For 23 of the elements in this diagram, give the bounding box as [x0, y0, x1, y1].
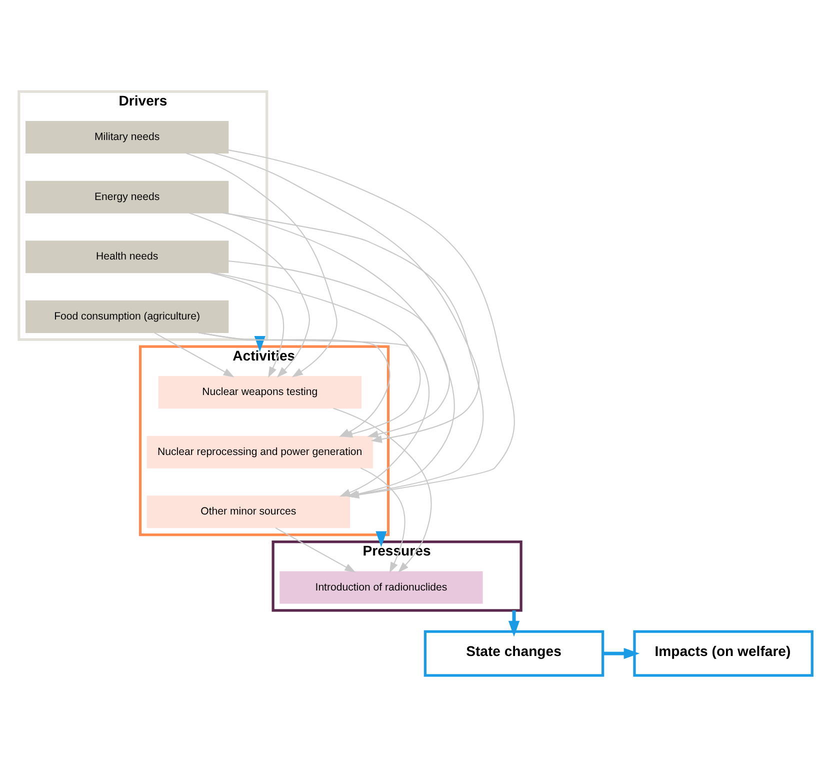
arrow: [254, 336, 266, 352]
node-box: Military needs: [26, 121, 229, 154]
arrow: [360, 468, 406, 574]
arrow: [198, 332, 430, 497]
node-box: Energy needs: [26, 180, 229, 214]
arrow: [188, 212, 310, 378]
node-box: Introduction of radionuclides: [280, 571, 483, 604]
arrow: [333, 408, 432, 573]
arrow: [275, 527, 356, 572]
node-box: Impacts (on welfare): [633, 630, 814, 677]
node-box: Health needs: [26, 240, 229, 274]
node-box: State changes: [424, 630, 604, 677]
arrow: [214, 152, 480, 443]
node-box: Other minor sources: [146, 496, 350, 528]
arrow: [210, 272, 284, 378]
arrow: [508, 610, 520, 637]
arrow: [154, 332, 234, 378]
arrow: [376, 531, 387, 548]
arrow: [186, 152, 338, 378]
node-box: Nuclear weapons testing: [158, 376, 362, 409]
node-box: Nuclear reprocessing and power generation: [146, 436, 373, 468]
node-box: Food consumption (agriculture): [26, 300, 229, 333]
arrow: [603, 648, 640, 660]
